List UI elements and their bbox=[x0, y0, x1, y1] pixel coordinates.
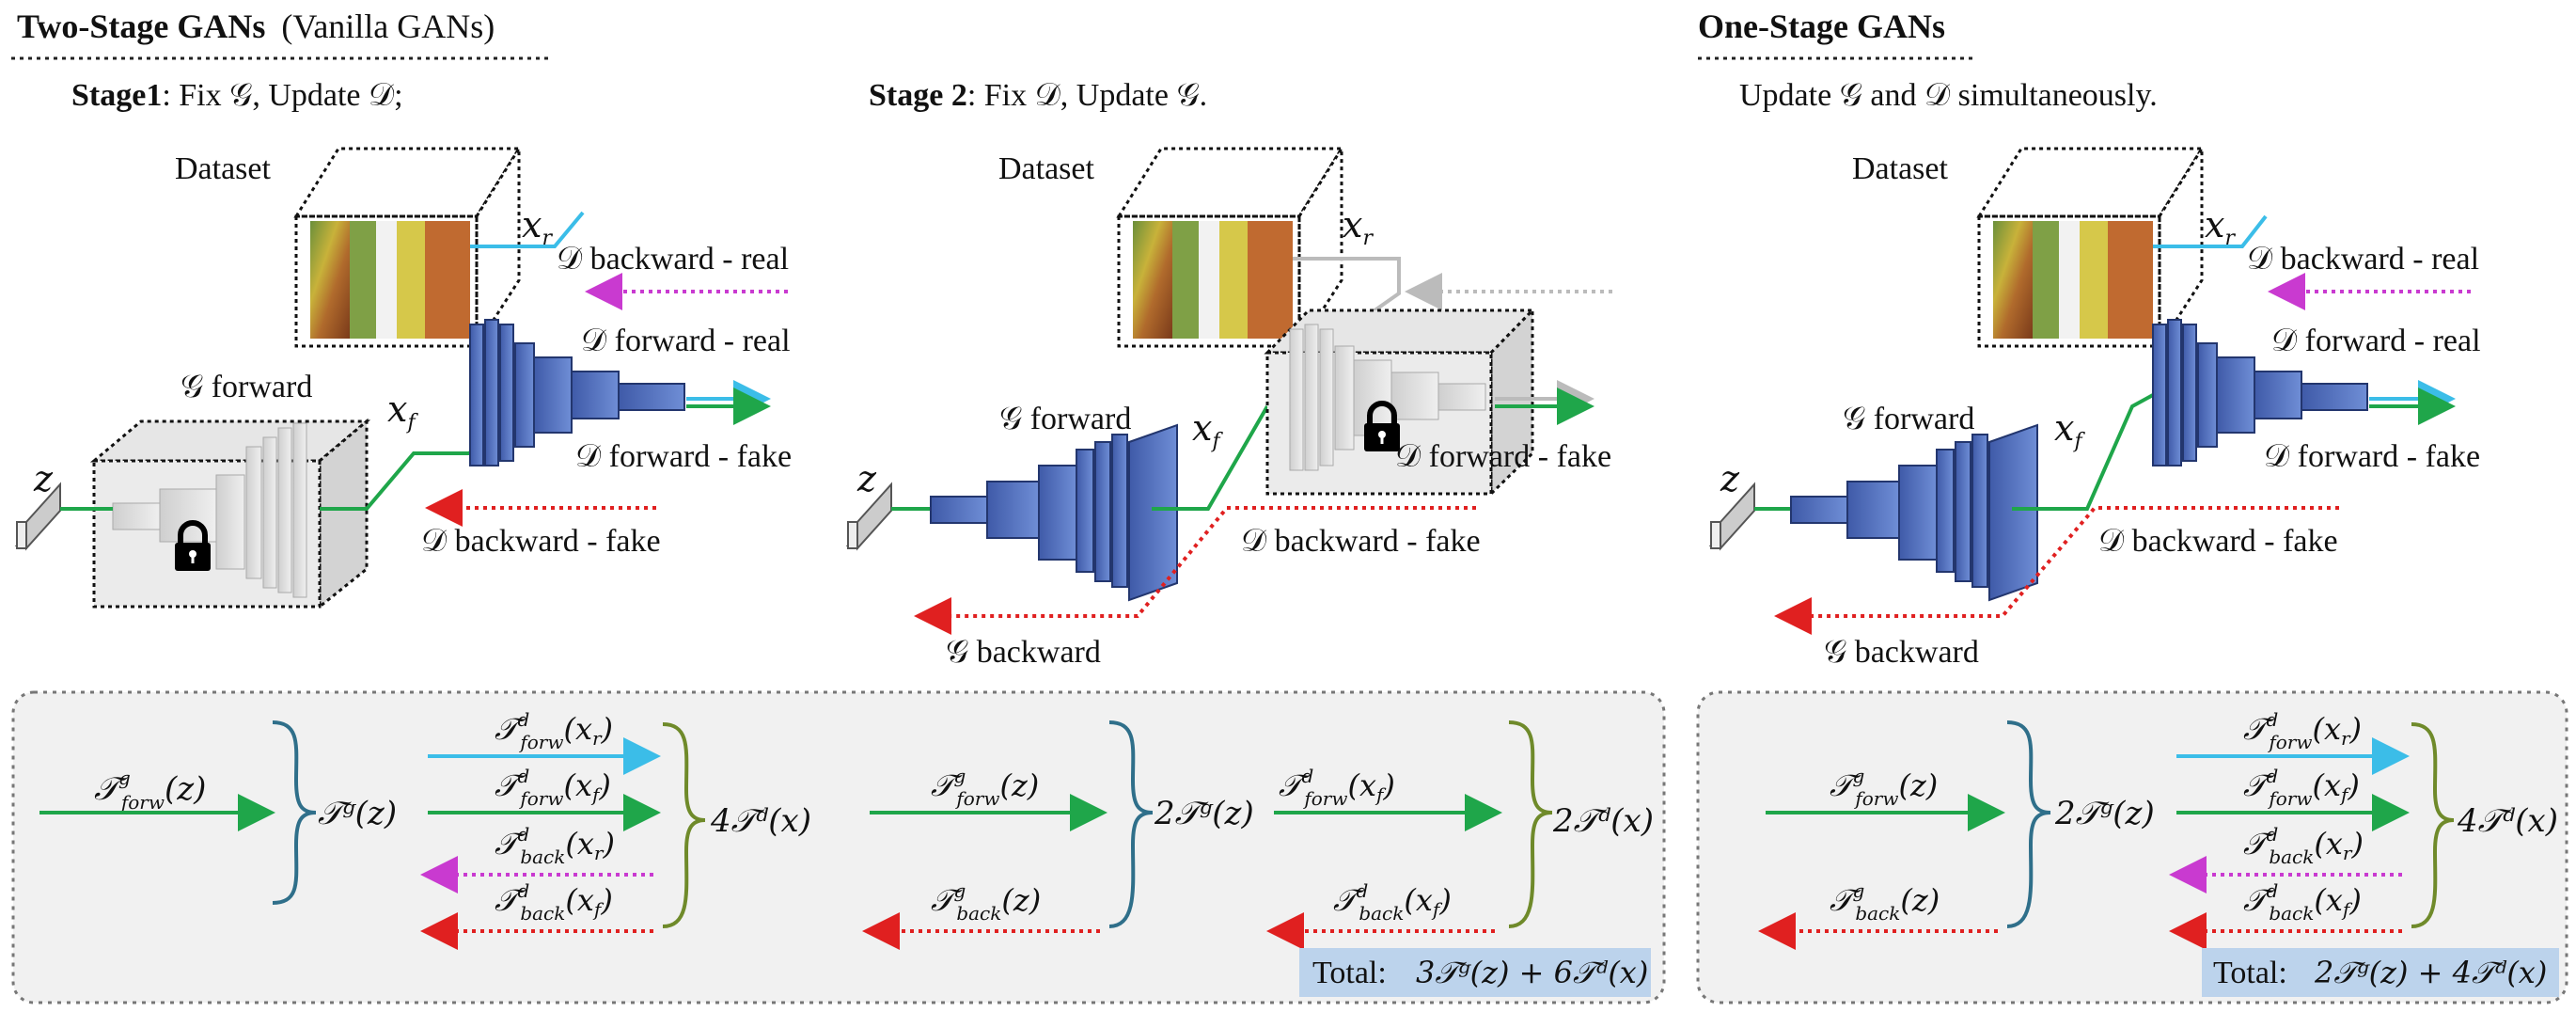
dataset-cube bbox=[293, 143, 522, 352]
dataset-label: Dataset bbox=[175, 151, 272, 186]
total-label: Total: bbox=[2213, 956, 2287, 990]
stage1-caption: Stage1: Fix 𝒢, Update 𝒟; bbox=[71, 78, 403, 113]
g-forward-label: 𝒢 forward bbox=[181, 370, 312, 404]
generator-network bbox=[1790, 423, 2038, 602]
stage1-panel: Dataset xr 𝒟 backward - real 𝒟 forward -… bbox=[14, 143, 792, 610]
total-box bbox=[2202, 948, 2559, 997]
xr-label: xr bbox=[1343, 204, 1374, 250]
d-backward-fake-label: 𝒟 backward - fake bbox=[2098, 524, 2338, 559]
total-label: Total: bbox=[1312, 956, 1387, 990]
svg-text:Two-Stage GANs (Vanilla: Two-Stage GANs (Vanilla GANs) bbox=[17, 8, 495, 45]
z-input-bar bbox=[1708, 482, 1757, 551]
d-forward-fake-label: 𝒟 forward - fake bbox=[2264, 439, 2480, 474]
t-g-z: 𝒯ᵍ(z) bbox=[318, 795, 397, 832]
discriminator-network bbox=[2152, 319, 2368, 466]
stage2-caption: Stage 2: Fix 𝒟, Update 𝒢. bbox=[869, 78, 1207, 113]
one-stage-cost-box bbox=[1696, 690, 2568, 1004]
g-forward-label: 𝒢 forward bbox=[999, 402, 1131, 436]
d-forward-real-label: 𝒟 forward - real bbox=[2271, 324, 2481, 358]
one-stage-title: One-Stage GANs bbox=[1698, 8, 1972, 60]
discriminator-network-locked bbox=[1264, 307, 1536, 498]
g-forward-label: 𝒢 forward bbox=[1843, 402, 1974, 436]
dataset-label: Dataset bbox=[1852, 151, 1949, 186]
d-backward-fake-label: 𝒟 backward - fake bbox=[421, 524, 661, 559]
xf-label: xf bbox=[2054, 407, 2085, 453]
total-box bbox=[1299, 948, 1651, 997]
z-label: z bbox=[1720, 458, 1740, 499]
d-forward-fake-label: 𝒟 forward - fake bbox=[575, 439, 792, 474]
z-input-bar bbox=[845, 482, 894, 551]
discriminator-network bbox=[469, 319, 685, 466]
stage2-panel: Dataset xr 𝒢 forward xf z bbox=[845, 143, 1612, 670]
d-forward-real-label: 𝒟 forward - real bbox=[581, 324, 791, 358]
two-td-x: 2𝒯ᵈ(x) bbox=[1552, 802, 1654, 840]
total-expr: 2𝒯ᵍ(z) + 4𝒯ᵈ(x) bbox=[2314, 955, 2547, 990]
xr-label: xr bbox=[522, 204, 553, 250]
xr-label: xr bbox=[2205, 204, 2236, 250]
generator-network bbox=[930, 423, 1178, 602]
total-expr: 3𝒯ᵍ(z) + 6𝒯ᵈ(x) bbox=[1416, 955, 1648, 990]
d-backward-real-label: 𝒟 backward - real bbox=[2247, 242, 2479, 277]
generator-network-locked bbox=[89, 418, 371, 610]
one-stage-caption: Update 𝒢 and 𝒟 simultaneously. bbox=[1739, 78, 2158, 113]
one-stage-panel: Dataset xr 𝒟 backward - real 𝒟 forward -… bbox=[1708, 143, 2481, 670]
dataset-cube bbox=[1976, 143, 2205, 352]
two-stage-title: Two-Stage GANs (Vanilla GANs) bbox=[11, 8, 550, 60]
d-forward-fake-label: 𝒟 forward - fake bbox=[1395, 439, 1611, 474]
g-backward-label: 𝒢 backward bbox=[1824, 635, 1979, 670]
svg-text:4𝒯ᵈ(x): 4𝒯ᵈ(x) bbox=[2457, 802, 2558, 840]
d-backward-real-label: 𝒟 backward - real bbox=[557, 242, 789, 277]
dataset-label: Dataset bbox=[998, 151, 1095, 186]
dataset-cube bbox=[1116, 143, 1344, 352]
four-td-x: 4𝒯ᵈ(x) bbox=[710, 802, 811, 840]
d-backward-fake-label: 𝒟 backward - fake bbox=[1241, 524, 1481, 559]
svg-text:One-Stage GANs: One-Stage GANs bbox=[1698, 8, 1945, 45]
two-stage-title-bold: Two-Stage GANs bbox=[17, 8, 265, 45]
g-backward-label: 𝒢 backward bbox=[946, 635, 1101, 670]
z-label: z bbox=[856, 458, 877, 499]
xf-label: xf bbox=[387, 388, 418, 435]
brace-left bbox=[272, 720, 317, 905]
z-label: z bbox=[33, 458, 54, 499]
two-stage-title-rest: (Vanilla GANs) bbox=[281, 8, 495, 45]
brace-right bbox=[662, 722, 706, 928]
two-tg-z: 2𝒯ᵍ(z) bbox=[1154, 795, 1254, 832]
svg-text:2𝒯ᵍ(z): 2𝒯ᵍ(z) bbox=[2054, 795, 2155, 832]
xf-label: xf bbox=[1192, 407, 1223, 453]
